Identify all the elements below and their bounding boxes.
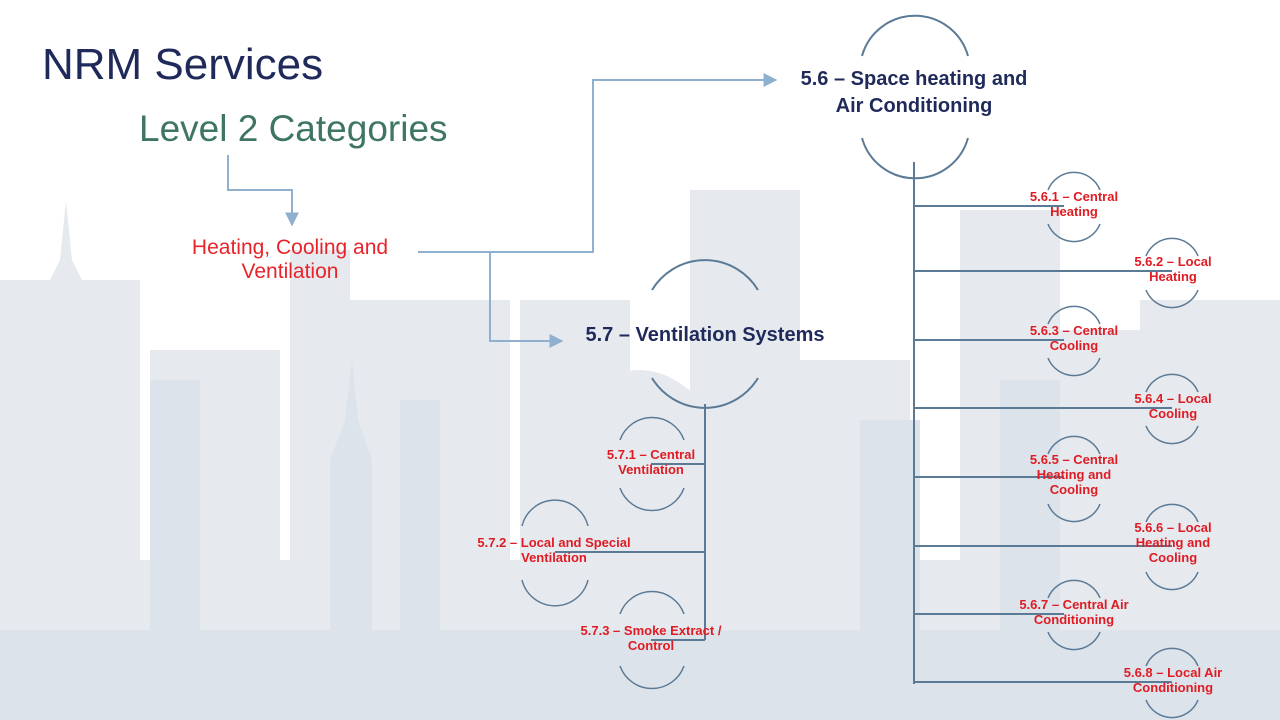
- item-line: Heating: [1050, 203, 1098, 219]
- item-line: 5.7.1 – Central: [606, 447, 696, 462]
- item-line: Cooling: [1148, 549, 1198, 565]
- item-line: Heating and: [1036, 466, 1112, 482]
- item-line: Cooling: [1049, 337, 1099, 353]
- item-line: Conditioning: [1132, 679, 1214, 695]
- item-line: 5.6.3 – Central: [1029, 323, 1119, 338]
- item-line: 5.6.8 – Local Air: [1123, 665, 1223, 680]
- item-line: 5.6.5 – Central: [1029, 452, 1119, 467]
- item-line: 5.7.2 – Local and Special: [477, 535, 631, 550]
- space-heating-node: 5.6 – Space heating and Air Conditioning: [764, 68, 1064, 118]
- ventilation-item-3: 5.7.3 – Smoke Extract / Control: [566, 623, 736, 654]
- item-line: Ventilation: [521, 549, 587, 565]
- item-line: Heating: [1149, 268, 1197, 284]
- root-line-2: Ventilation: [241, 260, 339, 284]
- ventilation-item-2: 5.7.2 – Local and Special Ventilation: [459, 535, 649, 566]
- item-line: Ventilation: [618, 461, 684, 477]
- root-node-label: Heating, Cooling and Ventilation: [160, 236, 420, 284]
- ventilation-arc-top: [651, 259, 759, 291]
- slide-title: NRM Services: [42, 40, 324, 89]
- space-heating-line-2: Air Conditioning: [835, 95, 993, 117]
- item-line: 5.6.1 – Central: [1029, 189, 1119, 204]
- item-line: 5.6.6 – Local: [1134, 520, 1212, 535]
- space-heating-item-4: 5.6.4 – Local Cooling: [1103, 391, 1243, 422]
- subtitle-to-root-arrow: [227, 155, 299, 227]
- space-heating-item-8: 5.6.8 – Local Air Conditioning: [1103, 665, 1243, 696]
- space-heating-item-7: 5.6.7 – Central Air Conditioning: [1004, 597, 1144, 628]
- item-line: Heating and: [1135, 534, 1211, 550]
- ventilation-item-1: 5.7.1 – Central Ventilation: [576, 447, 726, 478]
- root-line-1: Heating, Cooling and: [191, 236, 389, 259]
- item-line: Cooling: [1049, 481, 1099, 497]
- item-line: 5.6.7 – Central Air: [1019, 597, 1129, 612]
- item-line: Control: [627, 637, 675, 653]
- item-line: 5.7.3 – Smoke Extract /: [580, 623, 722, 638]
- item-line: 5.6.4 – Local: [1134, 391, 1212, 406]
- space-heating-item-3: 5.6.3 – Central Cooling: [1004, 323, 1144, 354]
- item-line: Conditioning: [1033, 611, 1115, 627]
- space-heating-arc-top: [861, 14, 969, 57]
- ventilation-node: 5.7 – Ventilation Systems: [555, 324, 855, 347]
- ventilation-label: 5.7 – Ventilation Systems: [585, 324, 825, 346]
- ventilation-arc-bottom: [651, 377, 759, 409]
- root-to-space-heating-arrow: [418, 73, 778, 253]
- space-heating-line-1: 5.6 – Space heating and: [800, 68, 1028, 90]
- space-heating-item-6: 5.6.6 – Local Heating and Cooling: [1103, 520, 1243, 566]
- item-line: 5.6.2 – Local: [1134, 254, 1212, 269]
- space-heating-item-5: 5.6.5 – Central Heating and Cooling: [1004, 452, 1144, 498]
- item-line: Cooling: [1148, 405, 1198, 421]
- space-heating-item-1: 5.6.1 – Central Heating: [1004, 189, 1144, 220]
- slide-subtitle: Level 2 Categories: [139, 108, 448, 149]
- space-heating-item-2: 5.6.2 – Local Heating: [1103, 254, 1243, 285]
- root-to-ventilation-arrow: [489, 252, 564, 348]
